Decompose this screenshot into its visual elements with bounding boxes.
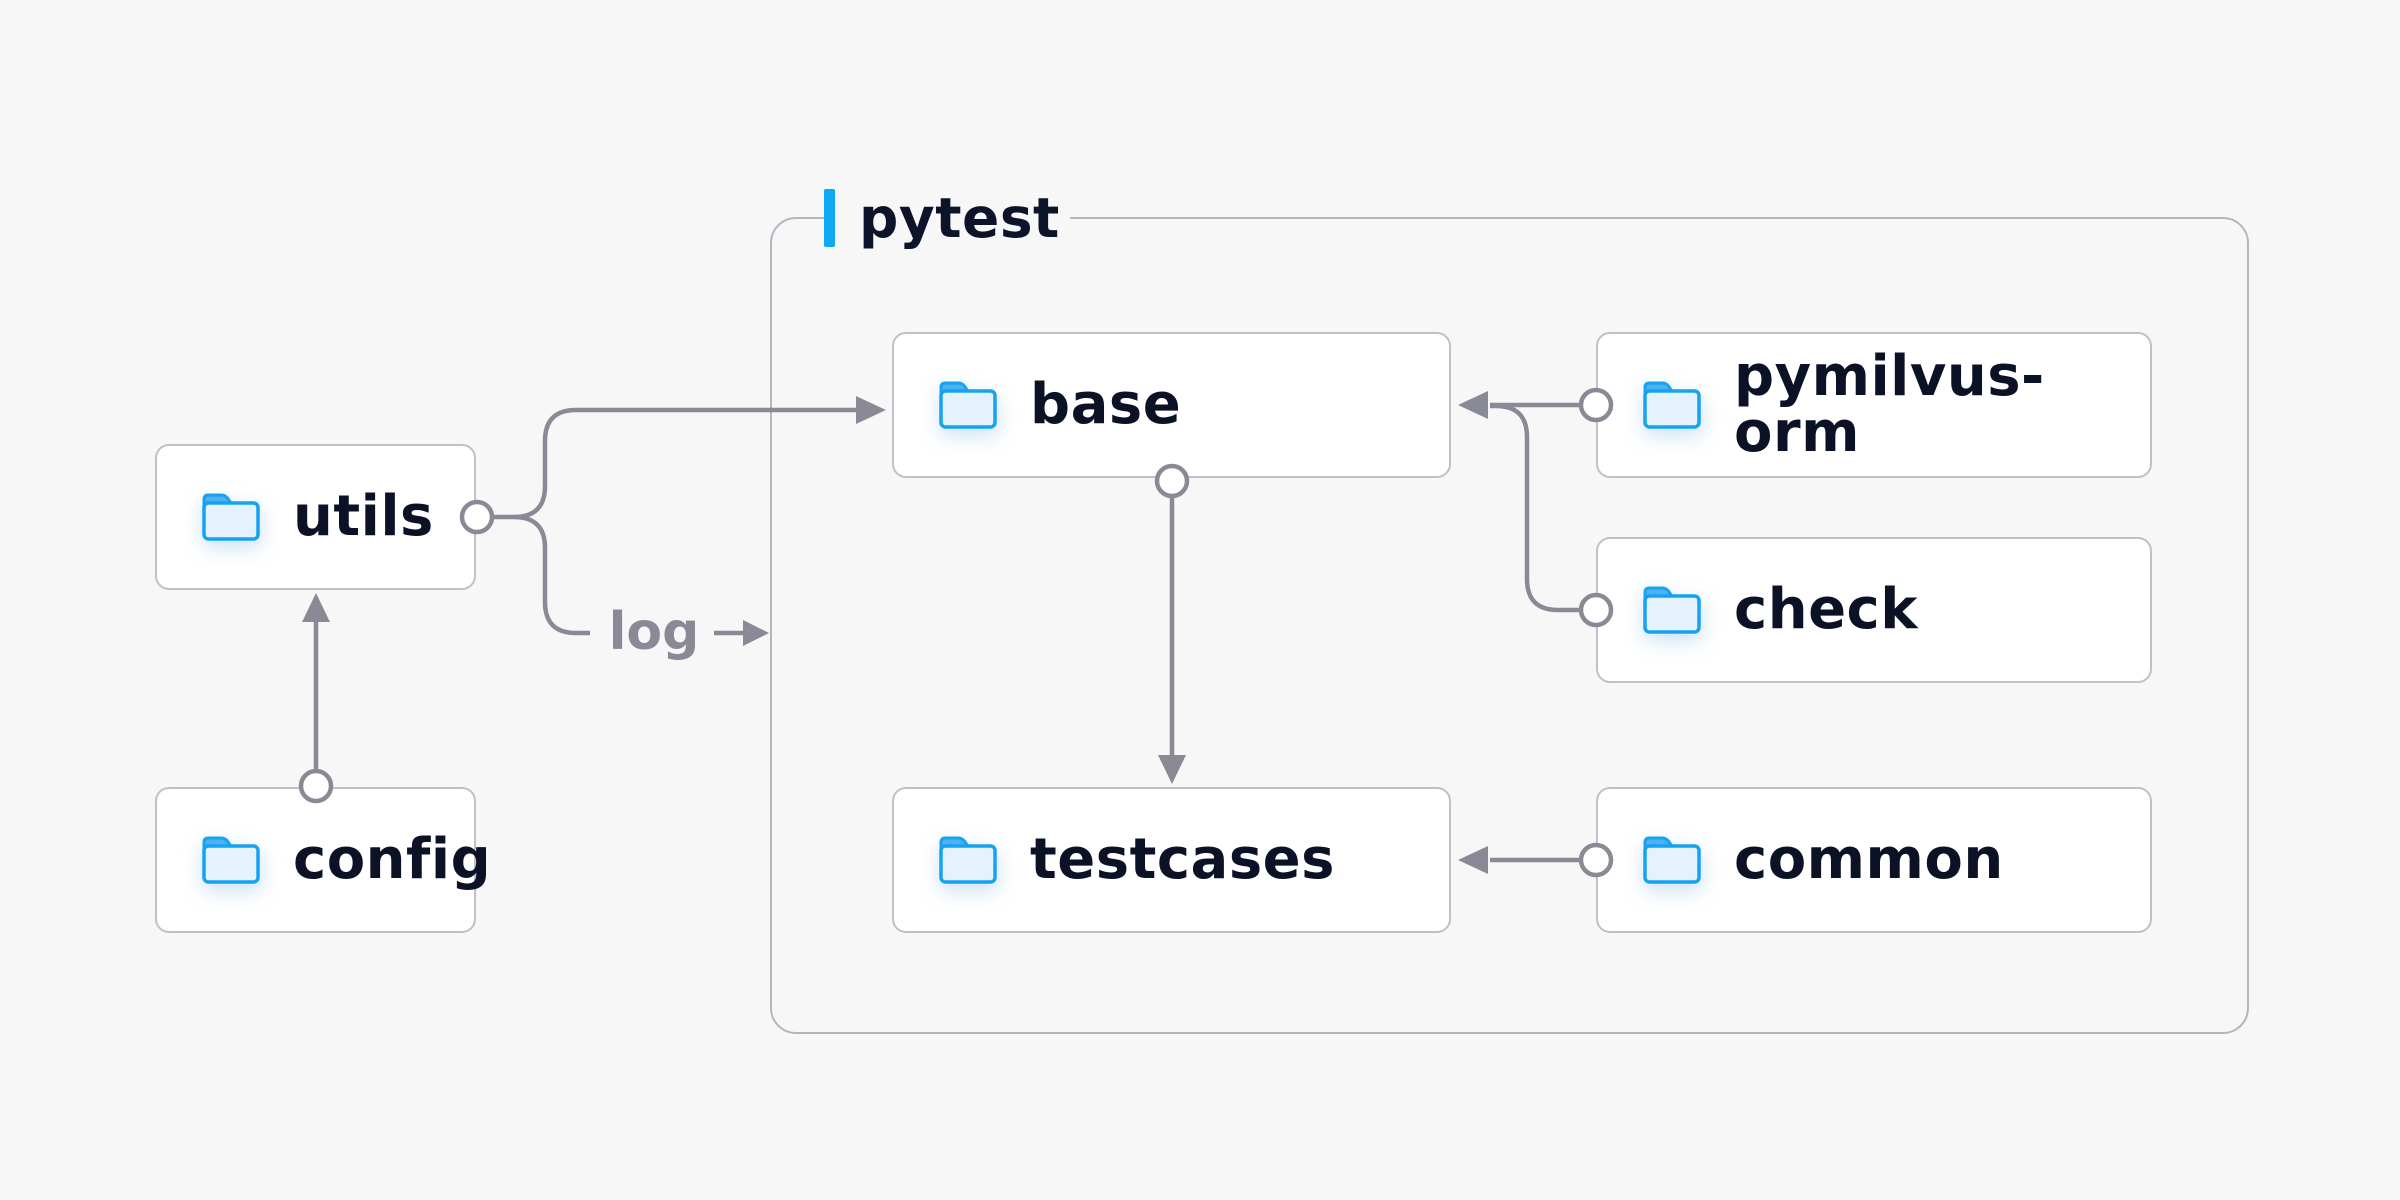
folder-icon — [202, 493, 260, 541]
folder-icon — [1643, 836, 1701, 884]
edge-config-utils — [302, 593, 330, 771]
node-common: common — [1596, 787, 2152, 933]
folder-icon — [939, 381, 997, 429]
node-label: config — [293, 827, 492, 892]
folder-icon — [939, 836, 997, 884]
node-label: base — [1030, 372, 1182, 437]
node-testcases: testcases — [892, 787, 1451, 933]
edge-label-log: log — [608, 602, 700, 662]
folder-icon — [202, 836, 260, 884]
folder-icon — [1643, 586, 1701, 634]
node-pymilvus-orm: pymilvus-orm — [1596, 332, 2152, 478]
node-label: testcases — [1030, 827, 1335, 892]
group-title: pytest — [859, 185, 1060, 250]
node-label: check — [1734, 577, 1918, 642]
accent-bar — [824, 189, 835, 247]
node-config: config — [155, 787, 491, 933]
pytest-group: pytest — [770, 187, 2249, 1034]
folder-icon — [1643, 381, 1701, 429]
node-base: base — [892, 332, 1451, 478]
pytest-group-label: pytest — [824, 187, 1070, 249]
node-check: check — [1596, 537, 2152, 683]
node-utils: utils — [155, 444, 476, 590]
node-label: pymilvus-orm — [1734, 344, 2045, 465]
node-label: utils — [293, 484, 434, 549]
node-label: common — [1734, 827, 2004, 892]
